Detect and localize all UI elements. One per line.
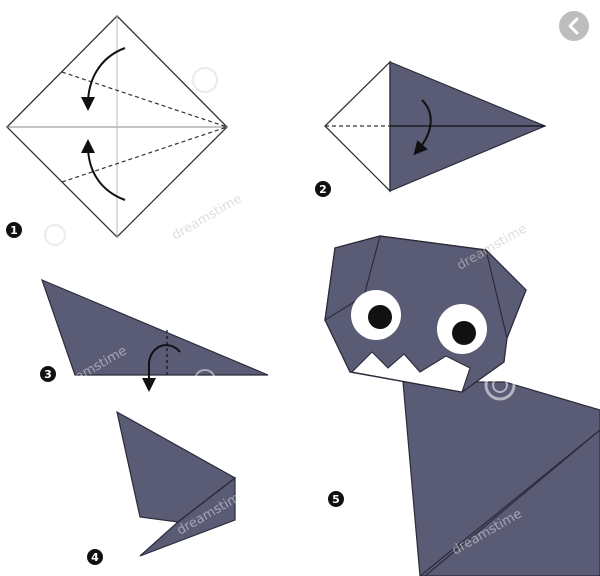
step-5-badge: 5 <box>328 491 344 507</box>
step-2-number: 2 <box>319 183 327 196</box>
step-4-figure <box>117 412 235 556</box>
step-1-badge: 1 <box>6 222 22 238</box>
cat-right-eye <box>437 304 487 354</box>
cat-left-eye <box>351 290 401 340</box>
step-1-number: 1 <box>10 224 18 237</box>
back-button[interactable] <box>559 11 589 41</box>
step-4-number: 4 <box>91 551 99 564</box>
watermark-logo-icon <box>45 225 65 245</box>
step-5-number: 5 <box>332 493 340 506</box>
step-3-badge: 3 <box>40 366 56 382</box>
step-4-badge: 4 <box>87 549 103 565</box>
step-2-badge: 2 <box>315 181 331 197</box>
watermark-logo-icon <box>193 68 217 92</box>
watermark-text: dreamstime <box>170 191 245 243</box>
step-1-figure <box>7 16 227 237</box>
step-3-number: 3 <box>44 368 52 381</box>
step-2-figure <box>325 62 545 191</box>
step-5-cat <box>325 236 600 576</box>
